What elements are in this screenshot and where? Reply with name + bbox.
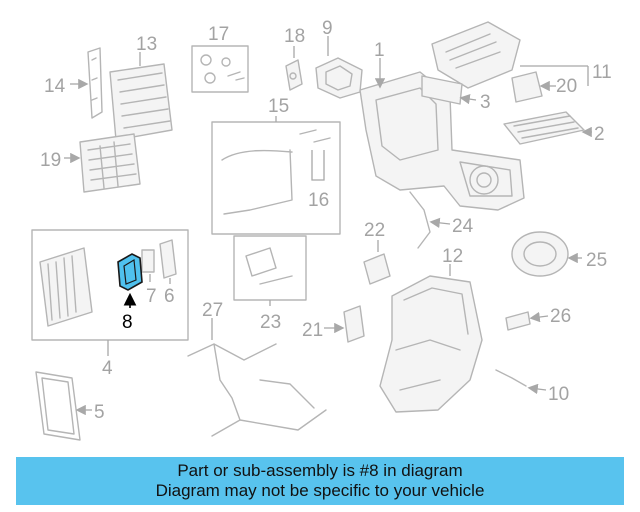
callout-23[interactable]: 23: [260, 312, 281, 333]
part-13-heater-core: 13: [109, 34, 173, 141]
callout-18[interactable]: 18: [284, 26, 305, 47]
notice-line-1: Part or sub-assembly is #8 in diagram: [177, 461, 463, 480]
parts-diagram: 14 13 19 17 18 9 1: [31, 18, 612, 441]
part-15-tube-kit: 15 16: [211, 96, 341, 235]
callout-12[interactable]: 12: [442, 246, 463, 267]
part-20-actuator: 20: [511, 71, 577, 103]
part-12-lower-housing: 12: [379, 246, 483, 413]
part-14-bracket: 14: [44, 47, 103, 119]
callout-22[interactable]: 22: [364, 220, 385, 241]
part-11-duct: 11: [431, 21, 612, 89]
callout-21[interactable]: 21: [302, 320, 323, 341]
callout-24[interactable]: 24: [452, 216, 474, 237]
notice-line-2: Diagram may not be specific to your vehi…: [155, 481, 485, 500]
callout-10[interactable]: 10: [548, 384, 569, 405]
callout-7[interactable]: 7: [146, 286, 157, 307]
callout-8[interactable]: 8: [122, 312, 133, 333]
part-8-highlighted[interactable]: 8: [117, 253, 143, 333]
part-27-wiring-harness: 27: [187, 300, 327, 437]
callout-11[interactable]: 11: [592, 62, 612, 83]
callout-9[interactable]: 9: [322, 18, 333, 39]
callout-6[interactable]: 6: [164, 286, 175, 307]
callout-1[interactable]: 1: [374, 40, 385, 61]
callout-16[interactable]: 16: [308, 190, 329, 211]
callout-2[interactable]: 2: [594, 124, 605, 145]
callout-17[interactable]: 17: [208, 24, 229, 45]
part-18-clip: 18: [284, 26, 305, 91]
part-7-seal: 7: [141, 249, 157, 307]
callout-13[interactable]: 13: [136, 34, 157, 55]
part-3-vent: 3: [421, 75, 491, 113]
callout-15[interactable]: 15: [268, 96, 289, 117]
callout-25[interactable]: 25: [586, 250, 607, 271]
callout-4[interactable]: 4: [102, 358, 113, 379]
part-23-bracket-kit: 23: [233, 235, 307, 333]
part-26-flap: 26: [505, 306, 571, 331]
callout-27[interactable]: 27: [202, 300, 223, 321]
notice-banner: Part or sub-assembly is #8 in diagram Di…: [16, 457, 624, 505]
callout-19[interactable]: 19: [40, 150, 61, 171]
part-2-cabin-filter: 2: [503, 111, 605, 145]
callout-14[interactable]: 14: [44, 76, 66, 97]
part-6-valve: 6: [159, 239, 177, 307]
callout-26[interactable]: 26: [550, 306, 571, 327]
part-19-evaporator: 19: [40, 133, 141, 193]
part-21-panel: 21: [302, 305, 365, 343]
part-9-gasket: 9: [315, 18, 363, 99]
part-1-hvac-housing: 1: [359, 40, 525, 211]
callout-20[interactable]: 20: [556, 76, 577, 97]
part-5-seal-frame: 5: [35, 371, 105, 441]
part-22-sensor: 22: [363, 220, 391, 285]
callout-3[interactable]: 3: [480, 92, 491, 113]
part-10-actuator-link: 10: [495, 369, 569, 405]
part-17-hardware-kit: 17: [191, 24, 249, 93]
part-4-evaporator-kit: 4: [31, 229, 189, 379]
callout-5[interactable]: 5: [94, 402, 105, 423]
part-24-line: 24: [409, 191, 474, 249]
part-25-blower-motor: 25: [511, 231, 607, 277]
